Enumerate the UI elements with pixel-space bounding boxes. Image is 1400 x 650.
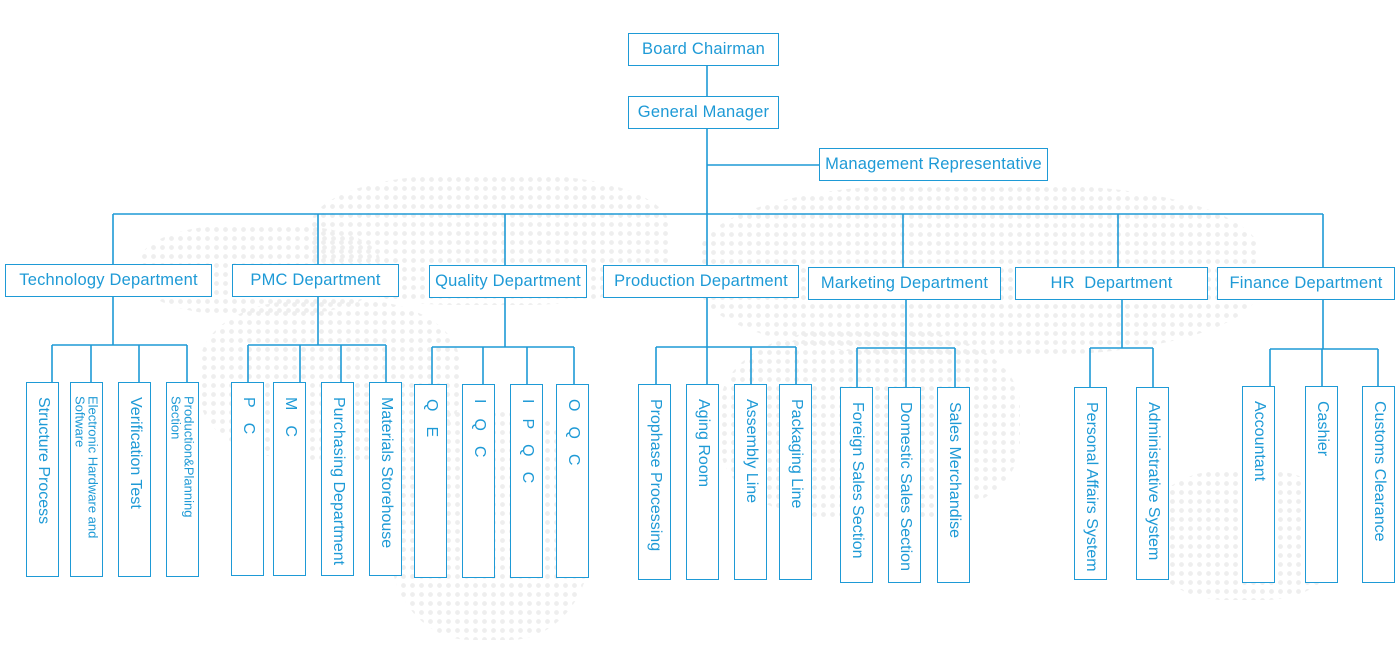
unit-label: IQC — [470, 399, 488, 473]
node-general-manager: General Manager — [628, 96, 779, 129]
unit-label: Customs Clearance — [1370, 401, 1388, 542]
unit-label: Personal Affairs System — [1082, 402, 1100, 572]
node-purchasing-department: Purchasing Department — [321, 382, 354, 576]
unit-label: Purchasing Department — [329, 397, 347, 566]
node-cashier: Cashier — [1305, 386, 1338, 583]
node-materials-storehouse: Materials Storehouse — [369, 382, 402, 576]
unit-label: IPQC — [518, 399, 536, 499]
unit-label: Structure Process — [34, 397, 52, 525]
unit-label: OQC — [564, 399, 582, 481]
node-electronic-hardware-and-software: Electronic Hardware and Software — [70, 382, 103, 577]
node-finance-department: Finance Department — [1217, 267, 1395, 300]
unit-label: Assembly Line — [742, 399, 760, 504]
unit-label: Foreign Sales Section — [848, 402, 866, 559]
node-packaging-line: Packaging Line — [779, 384, 812, 580]
node-quality-department: Quality Department — [429, 265, 587, 298]
node-sales-merchandise: Sales Merchandise — [937, 387, 970, 583]
unit-label: Electronic Hardware and Software — [72, 396, 101, 539]
unit-label: Accountant — [1250, 401, 1268, 482]
node-structure-process: Structure Process — [26, 382, 59, 577]
unit-label: PC — [239, 397, 257, 450]
unit-label: Verification Test — [126, 397, 144, 509]
node-management-representative: Management Representative — [819, 148, 1048, 181]
node-foreign-sales-section: Foreign Sales Section — [840, 387, 873, 583]
node-mc: MC — [273, 382, 306, 576]
node-verification-test: Verification Test — [118, 382, 151, 577]
node-assembly-line: Assembly Line — [734, 384, 767, 580]
node-personal-affairs-system: Personal Affairs System — [1074, 387, 1107, 580]
node-pmc-department: PMC Department — [232, 264, 399, 297]
unit-label: Materials Storehouse — [377, 397, 395, 549]
unit-label: Production&Planning Section — [168, 396, 197, 518]
node-production-department: Production Department — [603, 265, 799, 298]
node-production-planning-section: Production&Planning Section — [166, 382, 199, 577]
unit-label: Administrative System — [1144, 402, 1162, 561]
node-pc: PC — [231, 382, 264, 576]
unit-label: MC — [281, 397, 299, 452]
node-hr-department: HR Department — [1015, 267, 1208, 300]
unit-label: QE — [422, 399, 440, 453]
node-marketing-department: Marketing Department — [808, 267, 1001, 300]
unit-label: Packaging Line — [787, 399, 805, 509]
unit-label: Sales Merchandise — [945, 402, 963, 539]
node-oqc: OQC — [556, 384, 589, 578]
unit-label: Prophase Processing — [646, 399, 664, 552]
node-qe: QE — [414, 384, 447, 578]
unit-label: Domestic Sales Section — [896, 402, 914, 571]
unit-label: Aging Room — [694, 399, 712, 488]
node-prophase-processing: Prophase Processing — [638, 384, 671, 580]
unit-label: Cashier — [1313, 401, 1331, 457]
node-administrative-system: Administrative System — [1136, 387, 1169, 580]
node-domestic-sales-section: Domestic Sales Section — [888, 387, 921, 583]
node-technology-department: Technology Department — [5, 264, 212, 297]
node-accountant: Accountant — [1242, 386, 1275, 583]
node-ipqc: IPQC — [510, 384, 543, 578]
node-iqc: IQC — [462, 384, 495, 578]
node-aging-room: Aging Room — [686, 384, 719, 580]
node-board-chairman: Board Chairman — [628, 33, 779, 66]
node-customs-clearance: Customs Clearance — [1362, 386, 1395, 583]
